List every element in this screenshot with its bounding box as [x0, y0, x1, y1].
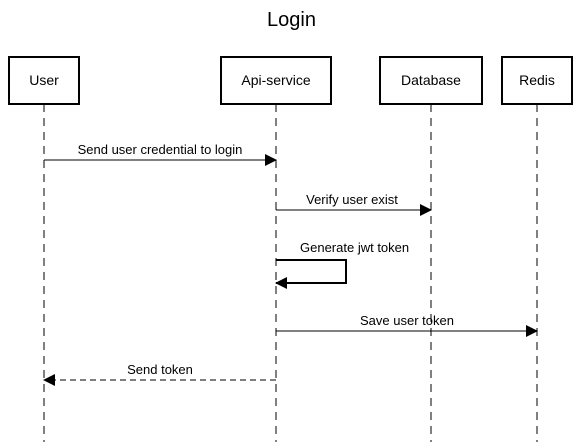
- diagram-title: Login: [267, 9, 316, 31]
- actor-label: User: [29, 72, 59, 88]
- message-save-token: Save user token: [276, 313, 538, 337]
- actor-box: [379, 56, 483, 105]
- actor-user: User: [8, 56, 80, 105]
- actor-box: [8, 56, 80, 105]
- message-label: Save user token: [360, 313, 454, 328]
- actor-box: [220, 56, 332, 105]
- message-arrow: [275, 259, 347, 289]
- message-label: Generate jwt token: [300, 240, 409, 255]
- message-label: Send token: [127, 362, 193, 377]
- actor-database: Database: [379, 56, 483, 105]
- actor-label: Database: [401, 72, 461, 88]
- actor-box: [501, 56, 573, 105]
- message-label: Verify user exist: [306, 192, 398, 207]
- actor-label: Redis: [519, 72, 555, 88]
- actor-redis: Redis: [501, 56, 573, 105]
- message-label: Send user credential to login: [78, 142, 243, 157]
- message-send-token: Send token: [43, 362, 276, 386]
- message-verify-user: Verify user exist: [276, 192, 432, 216]
- message-send-credentials: Send user credential to login: [44, 142, 277, 166]
- actor-api-service: Api-service: [220, 56, 332, 105]
- message-generate-token: Generate jwt token: [275, 240, 409, 289]
- actor-label: Api-service: [241, 72, 310, 88]
